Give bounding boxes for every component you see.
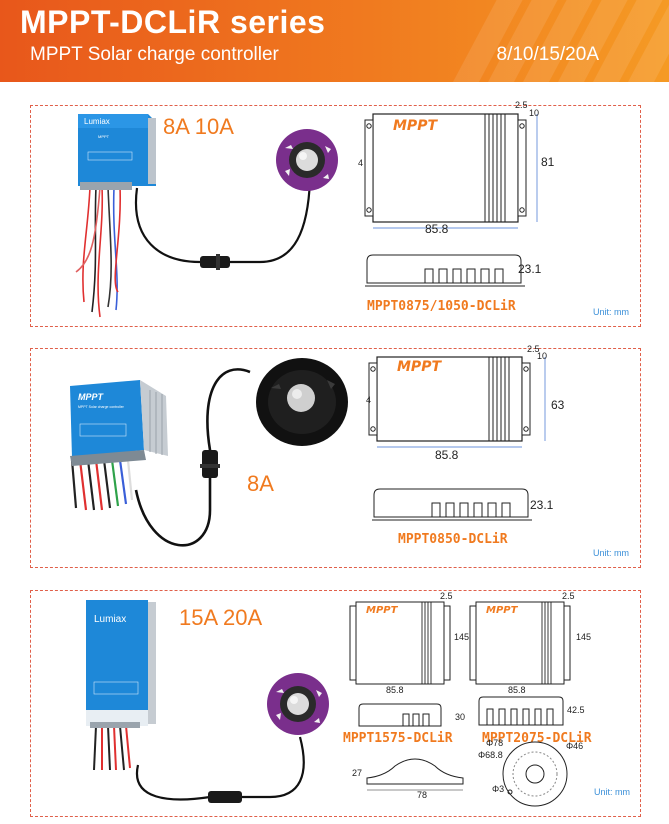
dim-width: 85.8: [508, 685, 526, 695]
drawing-logo: MPPT: [366, 605, 399, 616]
sensor-d4: Φ3: [492, 784, 504, 794]
model-number: MPPT0850-DCLiR: [398, 532, 508, 547]
profile-drawing: 23.1: [365, 254, 542, 287]
header-banner: MPPT-DCLiR series MPPT Solar charge cont…: [0, 0, 669, 82]
panel-rating: 8A: [247, 471, 274, 496]
brand-label: MPPT: [78, 392, 105, 402]
unit-label: Unit: mm: [593, 548, 629, 558]
dim-profile: 30: [455, 712, 465, 722]
sensor-top-drawing: Φ78 Φ68.8 Φ46 Φ3: [478, 738, 583, 807]
controller-photo: MPPT MPPT Solar charge controller: [70, 380, 168, 511]
page-subtitle: MPPT Solar charge controller: [30, 44, 279, 65]
dim-corner: 2.5: [527, 344, 540, 354]
dim-height: 63: [551, 398, 565, 412]
dim-top: 10: [537, 351, 547, 361]
profile-drawing: 23.1: [372, 488, 554, 521]
dim-profile: 42.5: [567, 705, 585, 715]
motion-sensor: [276, 129, 338, 191]
controller-photo: Lumiax: [86, 600, 156, 771]
dim-profile: 23.1: [530, 498, 554, 512]
dim-width: 85.8: [425, 222, 449, 236]
sensor-width: 78: [417, 790, 427, 800]
dimension-drawing-top: MPPT 85.8 63 4 10 2.5: [366, 344, 565, 462]
dim-height: 81: [541, 155, 555, 169]
motion-sensor: [256, 358, 348, 446]
panel-rating: 15A 20A: [179, 605, 263, 630]
sensor-d1: Φ78: [486, 738, 503, 748]
controller-body: [70, 380, 144, 458]
current-ratings: 8/10/15/20A: [496, 44, 599, 65]
brand-label: Lumiax: [94, 614, 126, 625]
unit-label: Unit: mm: [594, 787, 630, 797]
dim-height: 145: [454, 632, 469, 642]
controller-body: [86, 600, 148, 726]
sensor-side-drawing: 27 78: [352, 758, 464, 800]
sensor-d3: Φ46: [566, 741, 583, 751]
dim-width: 85.8: [386, 685, 404, 695]
drawing-logo: MPPT: [393, 118, 438, 134]
sensor-cable: [134, 179, 312, 270]
dimension-drawing-top: MPPT 85.8 81 4 10 2.5: [358, 100, 555, 236]
dim-height: 145: [576, 632, 591, 642]
dim-top: 10: [529, 108, 539, 118]
model-number: MPPT0875/1050-DCLiR: [367, 299, 516, 314]
sensor-height: 27: [352, 768, 362, 778]
dim-corner: 2.5: [515, 100, 528, 110]
model-number-b: MPPT2075-DCLiR: [482, 731, 592, 746]
svg-text:MPPT: MPPT: [98, 134, 110, 139]
profile-drawing-20a: 42.5: [478, 696, 585, 726]
dim-width: 85.8: [435, 448, 459, 462]
dimension-drawing-15a: MPPT 85.8 145 2.5: [349, 591, 469, 695]
drawing-logo: MPPT: [397, 359, 442, 375]
svg-text:MPPT Solar charge controller: MPPT Solar charge controller: [78, 405, 125, 409]
drawing-logo: MPPT: [486, 605, 519, 616]
dim-side: 4: [366, 395, 371, 405]
controller-photo: Lumiax MPPT: [75, 114, 156, 318]
sensor-cable: [135, 736, 305, 803]
model-number-a: MPPT1575-DCLiR: [343, 731, 453, 746]
wire-harness: [93, 725, 131, 771]
dimension-drawing-20a: MPPT 85.8 145 2.5: [469, 591, 591, 695]
wire-harness: [70, 459, 134, 511]
dim-side: 4: [358, 158, 363, 168]
page-title: MPPT-DCLiR series: [20, 4, 326, 40]
motion-sensor: [267, 673, 329, 735]
dim-profile: 23.1: [518, 262, 542, 276]
wire-harness: [75, 186, 122, 318]
dim-corner: 2.5: [562, 591, 575, 601]
sensor-d2: Φ68.8: [478, 750, 503, 760]
profile-drawing-15a: 30: [358, 703, 465, 727]
unit-label: Unit: mm: [593, 307, 629, 317]
controller-body: [78, 114, 156, 186]
sensor-cable: [134, 368, 251, 547]
dim-corner: 2.5: [440, 591, 453, 601]
panel-rating: 8A 10A: [163, 114, 234, 139]
brand-label: Lumiax: [84, 117, 110, 126]
